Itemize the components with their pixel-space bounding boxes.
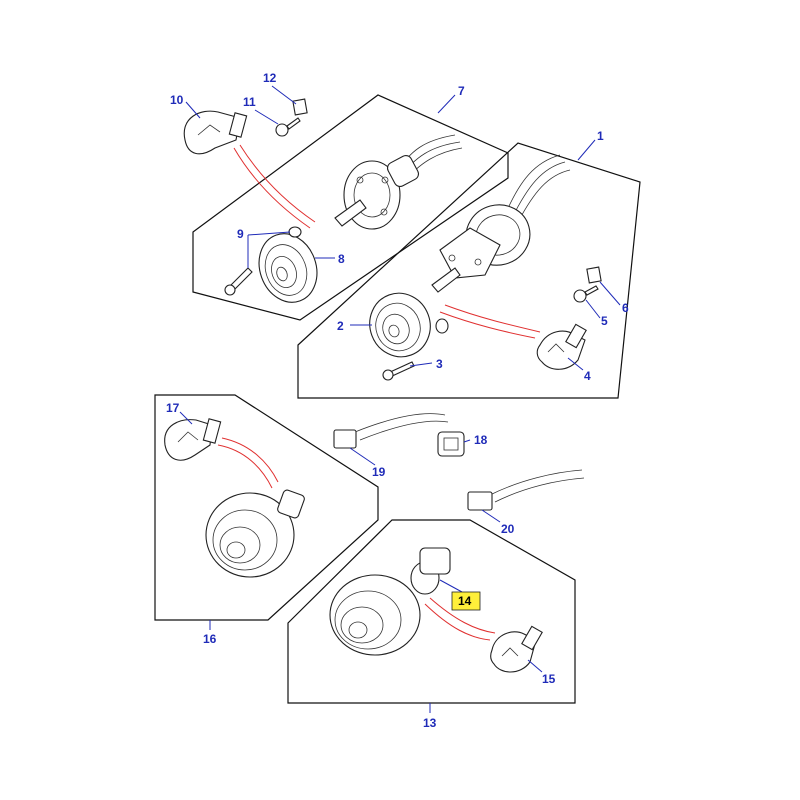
bulb-10: [183, 110, 248, 155]
callout-2[interactable]: 2: [337, 319, 344, 333]
callout-6[interactable]: 6: [622, 301, 629, 315]
screw-9: [224, 267, 253, 296]
lamp-unit-16: [205, 489, 305, 578]
assembly-line-15b: [424, 603, 491, 641]
panel-item-13: [287, 519, 576, 704]
bulb-17: [164, 418, 222, 461]
grommet-9: [288, 226, 302, 238]
callout-13[interactable]: 13: [423, 716, 437, 730]
lens-2: [369, 292, 431, 358]
bulb-15: [490, 625, 543, 673]
callout-14[interactable]: 14: [458, 594, 472, 608]
callout-11[interactable]: 11: [243, 95, 256, 109]
lamp-housing-1: [431, 154, 571, 293]
clip-12: [292, 98, 308, 116]
callout-20[interactable]: 20: [501, 522, 515, 536]
panel-item-7: [192, 94, 509, 321]
lamp-housing-7: [334, 134, 463, 230]
bulb-holder-14: [410, 547, 451, 595]
callout-5[interactable]: 5: [601, 314, 608, 328]
panel-item-16: [154, 394, 379, 621]
callout-7[interactable]: 7: [458, 84, 465, 98]
lens-8: [258, 233, 318, 303]
lamp-unit-13: [329, 574, 421, 656]
assembly-line-10: [239, 144, 316, 223]
grommet-3: [435, 318, 449, 334]
connector-20: [467, 469, 585, 511]
callout-1[interactable]: 1: [597, 129, 604, 143]
assembly-line-10b: [233, 147, 311, 229]
bulb-4: [536, 323, 587, 370]
assembly-line-15: [429, 597, 496, 634]
callout-3[interactable]: 3: [436, 357, 443, 371]
callout-9[interactable]: 9: [237, 227, 244, 241]
clip-6: [586, 266, 602, 284]
callout-15[interactable]: 15: [542, 672, 556, 686]
callout-4[interactable]: 4: [584, 369, 591, 383]
assembly-line-17b: [221, 437, 279, 483]
callout-8[interactable]: 8: [338, 252, 345, 266]
panel-item-1: [297, 142, 641, 399]
callout-19[interactable]: 19: [372, 465, 386, 479]
assembly-line-4b: [444, 304, 541, 333]
screw-11: [275, 117, 301, 137]
callout-12[interactable]: 12: [263, 71, 277, 85]
assembly-line-4: [439, 311, 536, 339]
leader-lines: [179, 85, 621, 713]
screw-5: [573, 285, 599, 303]
callout-10[interactable]: 10: [170, 93, 184, 107]
callout-16[interactable]: 16: [203, 632, 217, 646]
connector-18: [437, 431, 465, 457]
callout-17[interactable]: 17: [166, 401, 180, 415]
highlight-box-14: [451, 591, 481, 611]
assembly-line-17: [217, 444, 273, 489]
callout-18[interactable]: 18: [474, 433, 488, 447]
screw-3: [382, 361, 415, 381]
connector-19: [333, 413, 449, 449]
